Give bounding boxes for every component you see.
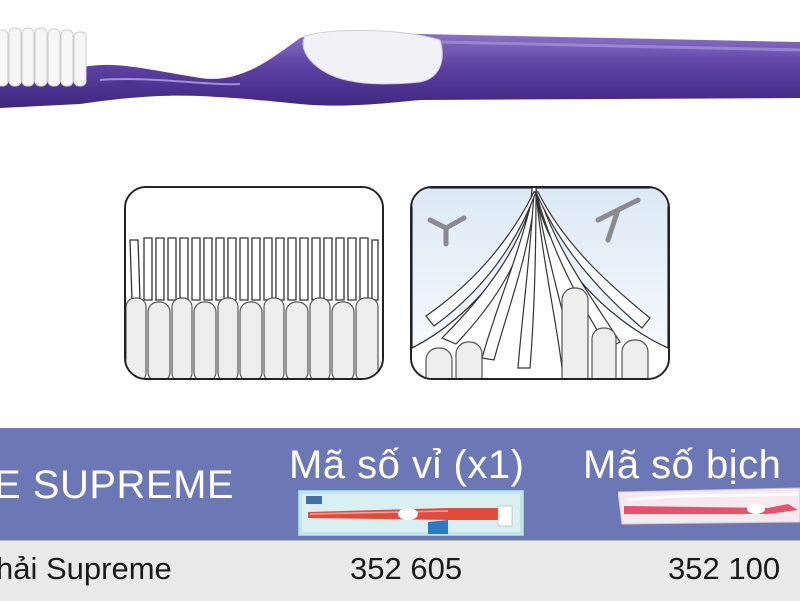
toothbrush-image (0, 0, 800, 140)
straight-bristles-illustration (124, 186, 384, 380)
product-title: E SUPREME (0, 463, 235, 507)
bristles-between-teeth-illustration (410, 186, 670, 380)
product-name-cell: hải Supreme (0, 551, 172, 586)
blister-code-cell: 352 605 (350, 551, 463, 586)
bag-pack-image (617, 486, 800, 531)
bag-code-header: Mã số bịch (583, 443, 782, 487)
blister-pack-image (297, 489, 525, 541)
blister-code-header: Mã số vỉ (x1) (289, 443, 525, 487)
bag-code-cell: 352 100 (668, 551, 781, 586)
table-row: hải Supreme 352 605 352 100 (0, 540, 800, 601)
